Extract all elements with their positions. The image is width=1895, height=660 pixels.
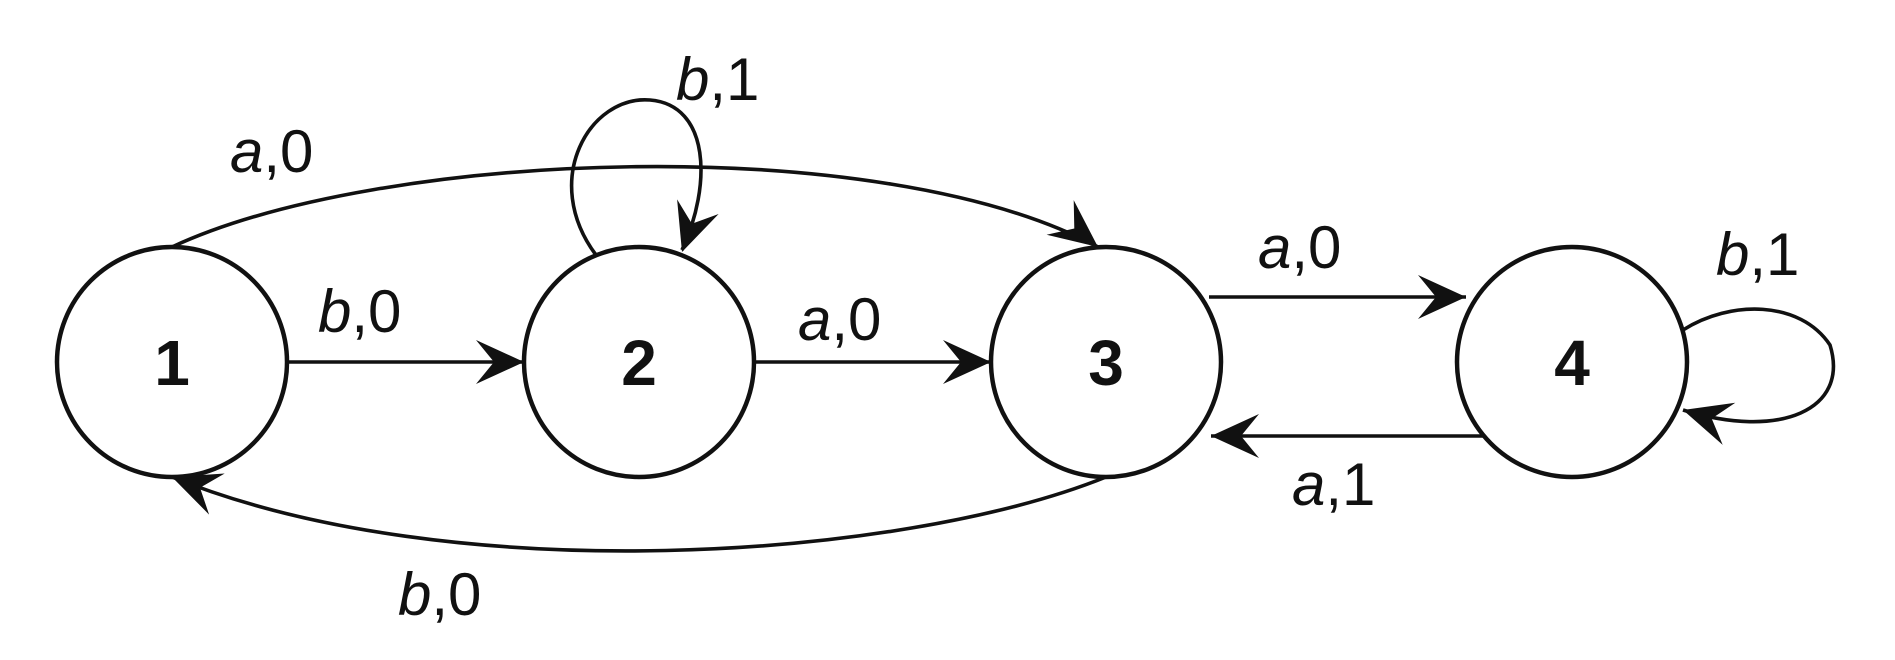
transition-2-to-3-separator: , [831,286,848,353]
state-node-1: 1 [54,244,290,480]
transition-3-to-1-output-symbol: 0 [448,561,481,628]
transition-2-to-2-input-symbol: b [676,46,709,113]
transition-4-to-4-output-symbol: 1 [1766,221,1799,288]
state-circle-3 [988,244,1224,480]
transition-2-to-2-label: b,1 [676,46,759,113]
transition-1-to-2-label: b,0 [318,278,401,345]
state-label-1: 1 [154,327,190,399]
transition-4-to-4-arrowhead [1683,402,1736,445]
transition-2-to-3-label: a,0 [798,286,881,353]
transition-1-to-2-separator: , [351,278,368,345]
transition-1-to-3-output-symbol: 0 [280,118,313,185]
transition-3-to-4-input-symbol: a [1258,214,1291,281]
transition-3-to-1-edge [171,475,1107,553]
transition-3-to-1-label: b,0 [398,561,481,628]
transition-3-to-4-label: a,0 [1258,214,1341,281]
transition-3-to-4-separator: , [1291,214,1308,281]
transition-2-to-2-output-symbol: 1 [726,46,759,113]
state-label-4: 4 [1554,327,1590,399]
transition-4-to-3-separator: , [1325,451,1342,518]
transition-4-to-4-input-symbol: b [1716,221,1749,288]
state-circle-4 [1454,244,1690,480]
transition-2-to-3-output-symbol: 0 [848,286,881,353]
transition-1-to-3-arrowhead [1046,200,1098,247]
state-node-3: 3 [988,244,1224,480]
transition-4-to-3-output-symbol: 1 [1342,451,1375,518]
state-node-4: 4 [1454,244,1690,480]
transition-1-to-3-label: a,0 [230,118,313,185]
transition-2-to-2-separator: , [709,46,726,113]
transition-3-to-1-arrowhead [172,473,225,515]
transition-1-to-3-input-symbol: a [230,118,263,185]
transition-2-to-2-arrowhead [677,199,719,252]
state-label-2: 2 [621,327,657,399]
transition-4-to-4-separator: , [1749,221,1766,288]
transition-4-to-4-label: b,1 [1716,221,1799,288]
transition-1-to-3-separator: , [263,118,280,185]
state-circle-1 [54,244,290,480]
transition-2-to-3-arrowhead [943,340,991,384]
transition-3-to-1-separator: , [431,561,448,628]
transition-2-to-2-edge [569,98,703,257]
transition-1-to-2-output-symbol: 0 [368,278,401,345]
transition-edges [171,98,1836,553]
transition-labels: a,0b,0b,1a,0a,0b,0b,1a,1 [230,46,1799,628]
transition-4-to-3-input-symbol: a [1292,451,1325,518]
state-label-3: 3 [1088,327,1124,399]
state-circle-2 [521,244,757,480]
transition-4-to-3-arrowhead [1211,414,1259,458]
transition-3-to-1-input-symbol: b [398,561,431,628]
transition-1-to-2-arrowhead [476,340,524,384]
transition-2-to-3-input-symbol: a [798,286,831,353]
transition-3-to-4-output-symbol: 0 [1308,214,1341,281]
transition-1-to-3-edge [171,164,1099,249]
state-nodes: 1 2 3 4 [54,244,1690,480]
state-node-2: 2 [521,244,757,480]
transition-4-to-3-label: a,1 [1292,451,1375,518]
transition-4-to-4-edge [1682,307,1836,424]
transition-3-to-4-arrowhead [1418,275,1466,319]
transition-1-to-2-input-symbol: b [318,278,351,345]
